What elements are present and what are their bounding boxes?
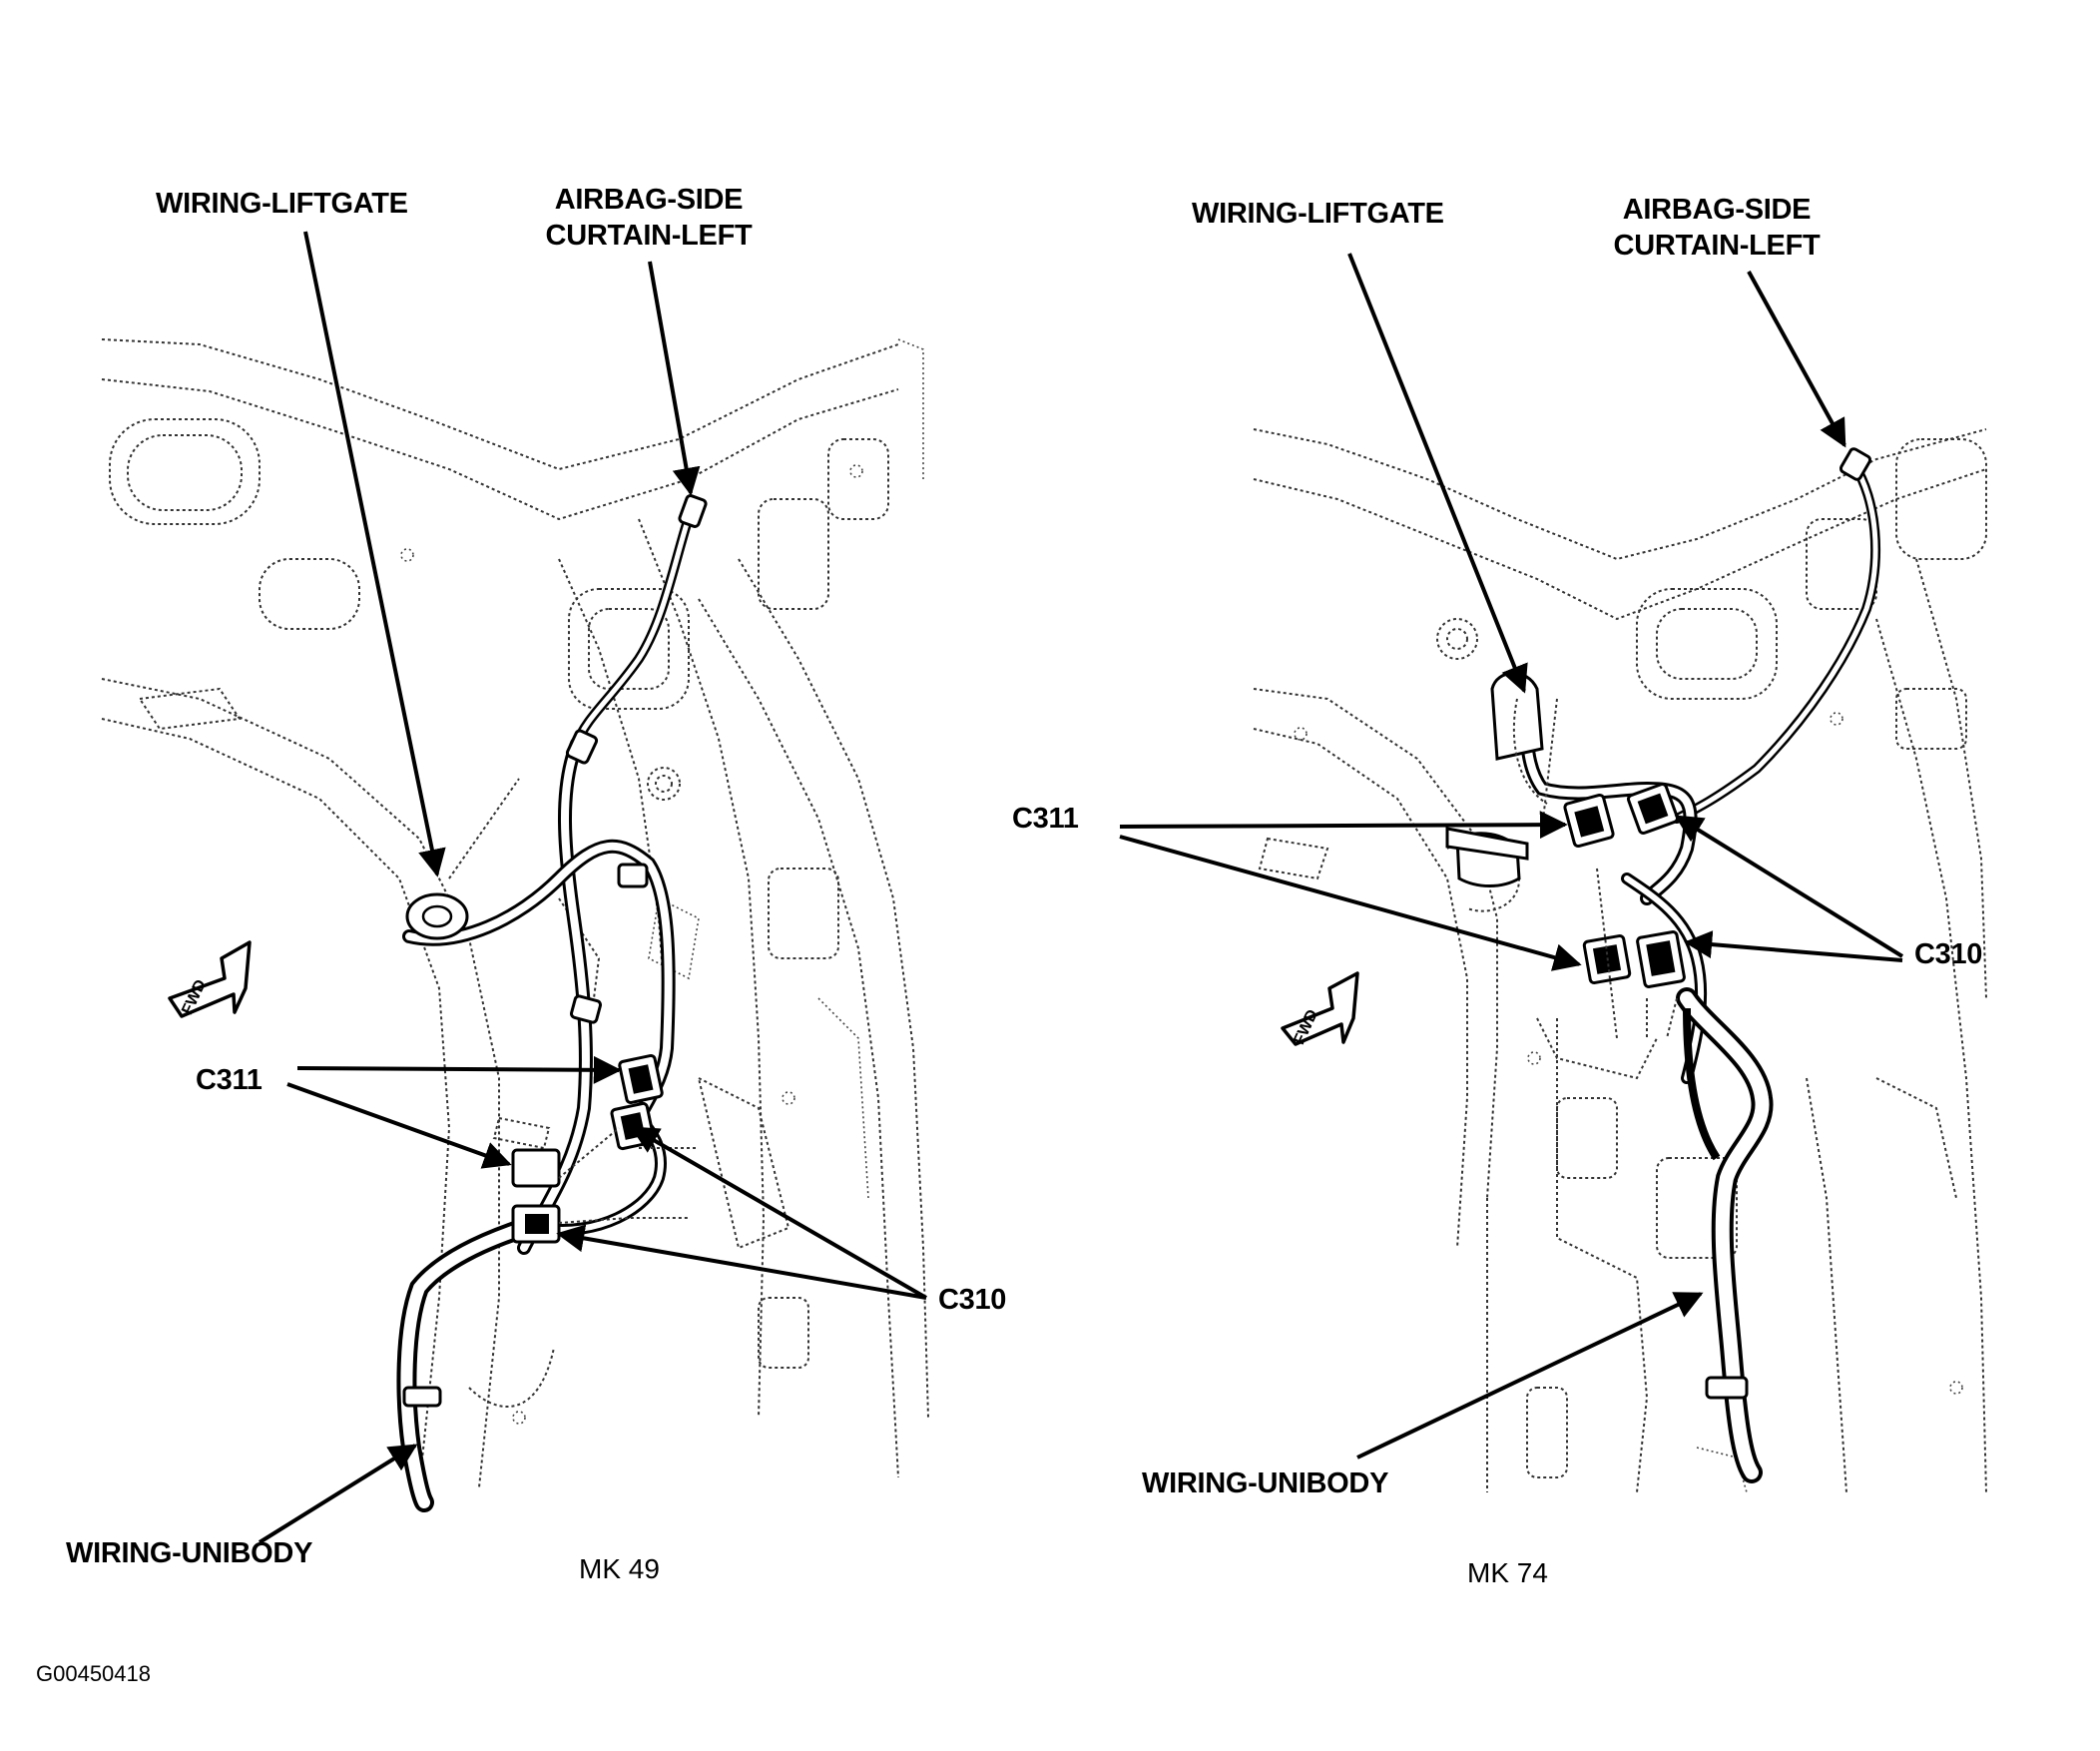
right-airbag-label-line1: AIRBAG-SIDE [1622,194,1812,226]
left-view-leaders [258,231,928,1544]
left-c310-label: C310 [938,1284,1007,1316]
left-airbag-side-curtain-label: AIRBAG-SIDE CURTAIN-LEFT [539,182,759,254]
left-view-caption: MK 49 [579,1553,660,1584]
right-wiring-unibody-label: WIRING-UNIBODY [1142,1467,1389,1499]
right-airbag-side-curtain-label: AIRBAG-SIDE CURTAIN-LEFT [1607,192,1827,264]
left-wiring-unibody-label: WIRING-UNIBODY [66,1537,313,1569]
left-view-body-panel [101,338,929,1488]
right-view-leaders [1119,253,1904,1459]
figure-id: G00450418 [36,1661,151,1686]
right-airbag-label-line2: CURTAIN-LEFT [1613,230,1821,262]
right-view-harness [1445,447,1881,1483]
left-c311-label: C311 [196,1064,262,1096]
left-airbag-label-line1: AIRBAG-SIDE [554,184,744,216]
left-view-fwd-arrow: FWD [168,940,252,1018]
right-c310-label: C310 [1914,938,1983,970]
right-view-caption: MK 74 [1467,1557,1548,1588]
left-view-harness [396,494,708,1512]
left-airbag-label-line2: CURTAIN-LEFT [545,220,753,252]
right-wiring-liftgate-label: WIRING-LIFTGATE [1192,198,1444,230]
right-c311-label: C311 [1012,803,1079,835]
left-wiring-liftgate-label: WIRING-LIFTGATE [156,188,408,220]
right-view-fwd-arrow: FWD [1281,971,1359,1047]
